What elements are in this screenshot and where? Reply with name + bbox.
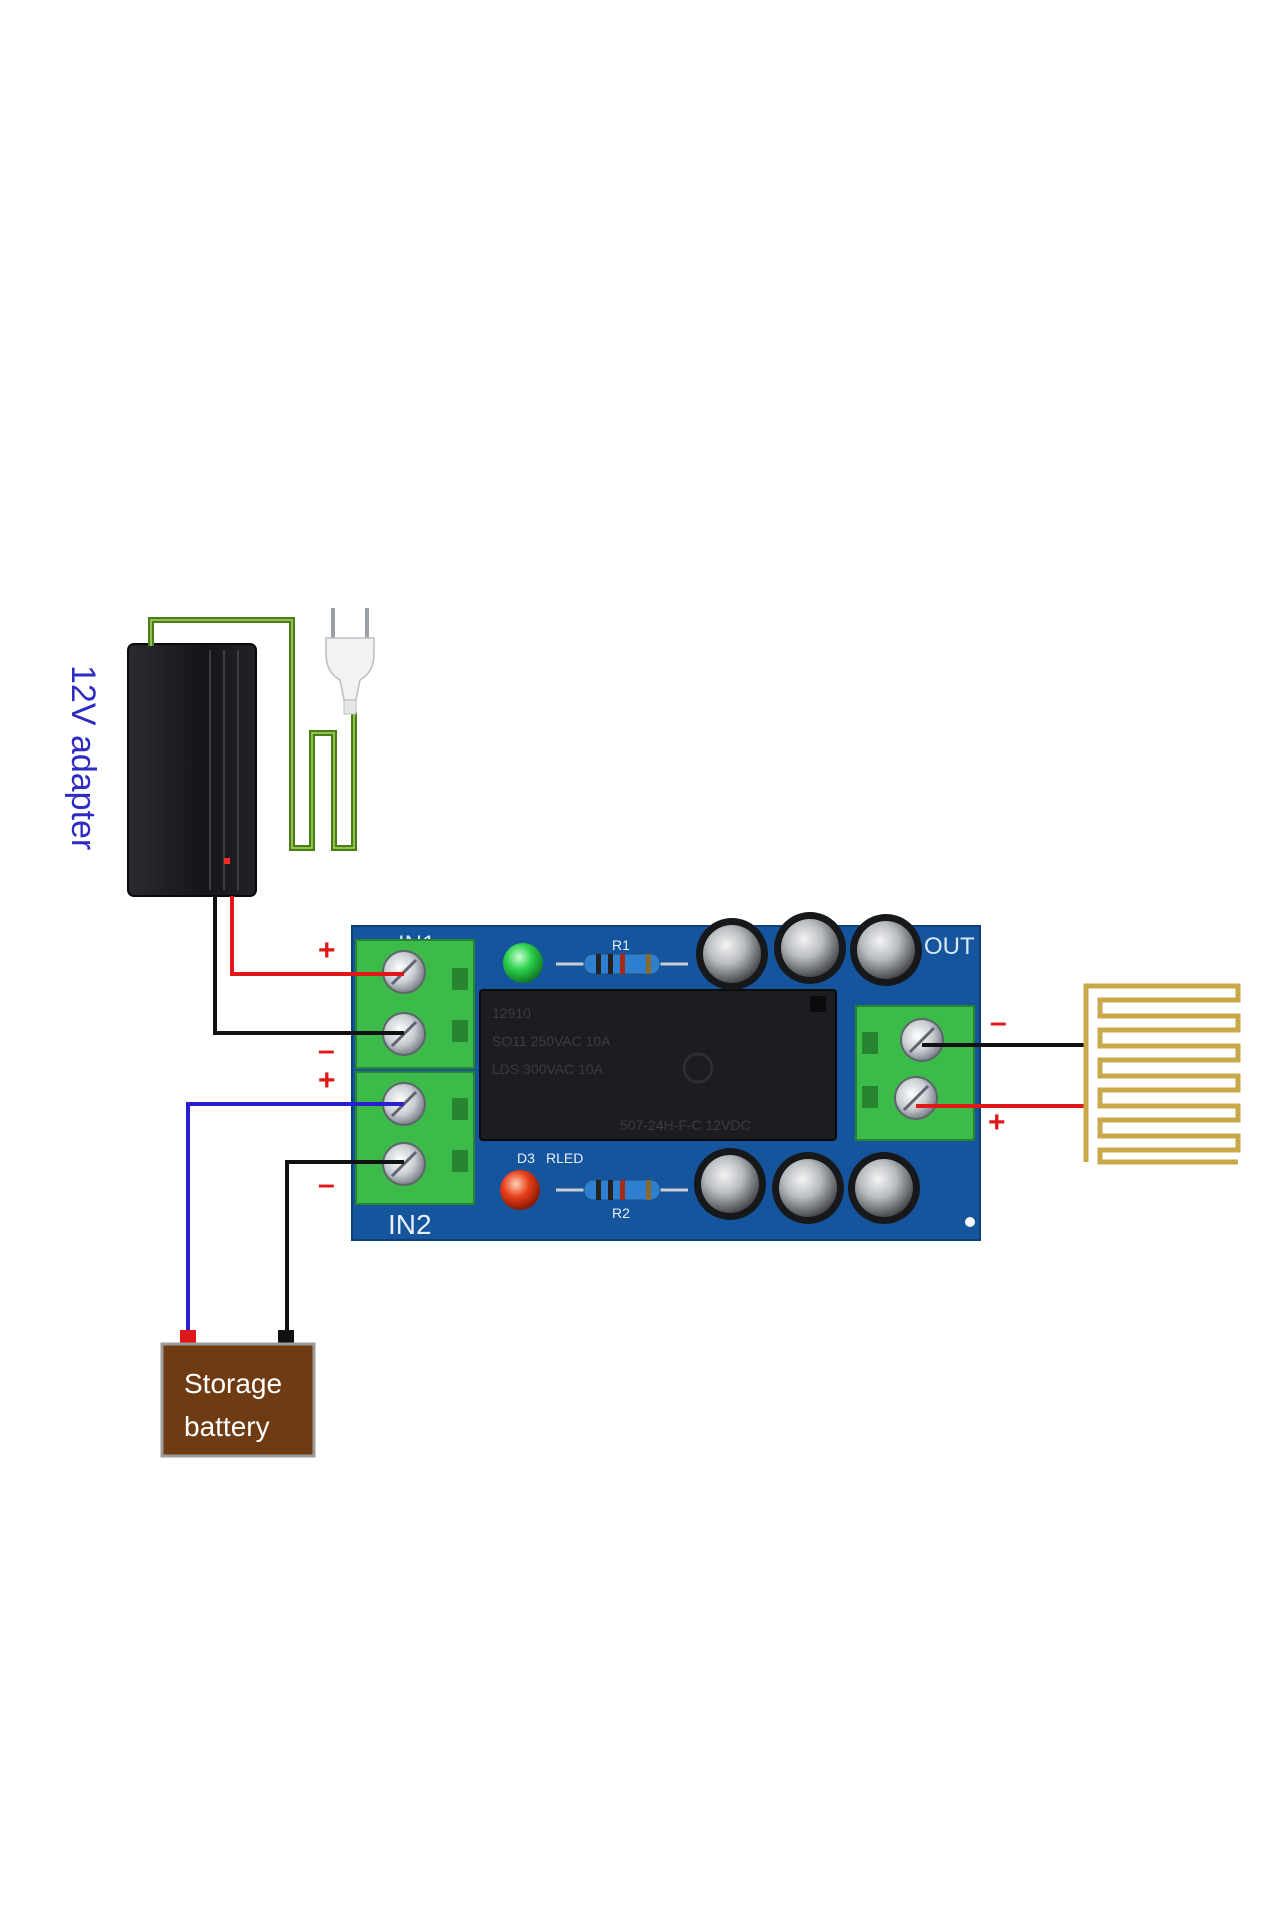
relay-text-3: LDS 300VAC 10A — [492, 1061, 604, 1077]
battery-label-line1: Storage — [184, 1368, 282, 1399]
out-minus-sign: – — [990, 1006, 1007, 1039]
d3-label: D3 — [517, 1150, 535, 1166]
heater-element-icon — [1083, 983, 1241, 1165]
rled-label: RLED — [546, 1150, 583, 1166]
wire-adapter-positive — [230, 896, 404, 976]
capacitor-icon — [848, 1152, 920, 1224]
resistor-r2 — [556, 1179, 688, 1201]
relay-text-1: 12910 — [492, 1005, 531, 1021]
r1-label: R1 — [612, 937, 630, 953]
in1-plus-sign: + — [318, 934, 336, 967]
in2-terminal-block — [355, 1071, 475, 1205]
mains-cord — [148, 617, 357, 851]
plug-icon — [325, 608, 375, 715]
in2-minus-sign: – — [318, 1168, 335, 1201]
in2-plus-sign: + — [318, 1064, 336, 1097]
out-plus-sign: + — [988, 1106, 1006, 1139]
capacitor-icon — [772, 1152, 844, 1224]
capacitor-icon — [694, 1148, 766, 1220]
in1-minus-sign: – — [318, 1034, 335, 1067]
relay-text-2: SO11 250VAC 10A — [492, 1033, 611, 1049]
red-led-icon — [500, 1170, 540, 1210]
relay: 12910 SO11 250VAC 10A LDS 300VAC 10A 507… — [479, 989, 837, 1141]
r2-label: R2 — [612, 1205, 630, 1221]
in1-terminal-block — [355, 939, 475, 1069]
capacitor-icon — [850, 914, 922, 986]
wire-battery-negative — [285, 1160, 404, 1336]
capacitor-icon — [774, 912, 846, 984]
resistor-r1 — [556, 953, 688, 975]
green-led-icon — [503, 943, 543, 983]
relay-text-4: 507-24H-F-C 12VDC — [620, 1117, 751, 1133]
adapter-led-icon — [224, 858, 230, 864]
wire-battery-positive — [186, 1102, 404, 1336]
battery-icon — [160, 1330, 316, 1458]
wire-adapter-negative — [213, 896, 404, 1035]
out-label: OUT — [924, 933, 975, 960]
out-terminal-block — [855, 1005, 975, 1141]
in2-label: IN2 — [388, 1209, 432, 1240]
adapter-label: 12V adapter — [64, 665, 102, 850]
capacitor-icon — [696, 918, 768, 990]
adapter-icon — [127, 643, 257, 897]
battery-label-line2: battery — [184, 1411, 270, 1442]
